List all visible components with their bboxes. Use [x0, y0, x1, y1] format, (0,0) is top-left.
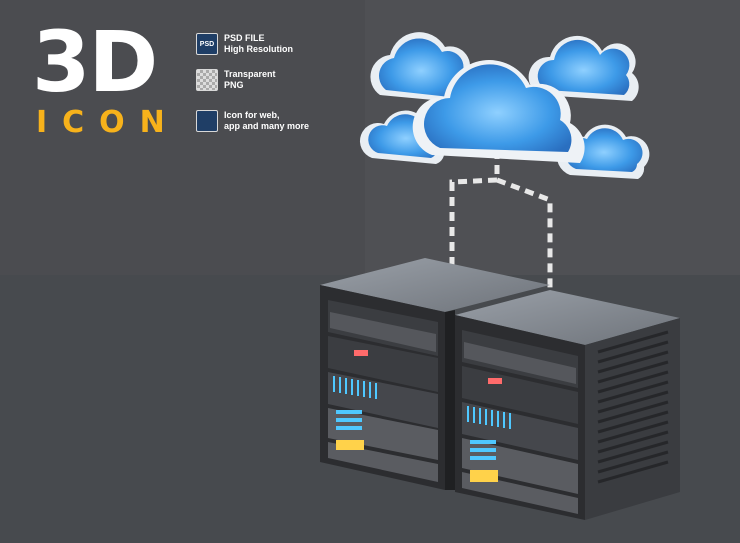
feature-png-line2: PNG [224, 80, 244, 90]
title-icon-word: ICON [36, 105, 180, 140]
rack-left-modules [328, 300, 438, 482]
rack-right-vent [597, 330, 669, 484]
title-3d: 3D [32, 13, 158, 111]
feature-web: Icon for web, app and many more [196, 110, 309, 132]
feature-web-line1: Icon for web, [224, 110, 280, 120]
web-app-icon [196, 110, 218, 132]
connection-lines [449, 150, 553, 290]
rack-right-modules [462, 330, 578, 514]
feature-psd-line2: High Resolution [224, 44, 293, 54]
feature-png: Transparent PNG [196, 69, 276, 91]
psd-file-icon: PSD [196, 33, 218, 55]
feature-psd: PSD PSD FILE High Resolution [196, 33, 293, 55]
server-rack-left [320, 258, 550, 490]
feature-web-line2: app and many more [224, 121, 310, 131]
transparent-png-icon [196, 69, 218, 91]
feature-png-line1: Transparent [224, 69, 276, 79]
server-rack-right [455, 290, 680, 520]
feature-psd-line1: PSD FILE [224, 33, 265, 43]
cloud-icon-main [412, 60, 585, 163]
cloud-icon-top-left [370, 32, 471, 102]
cloud-icon-top-right [528, 35, 639, 102]
